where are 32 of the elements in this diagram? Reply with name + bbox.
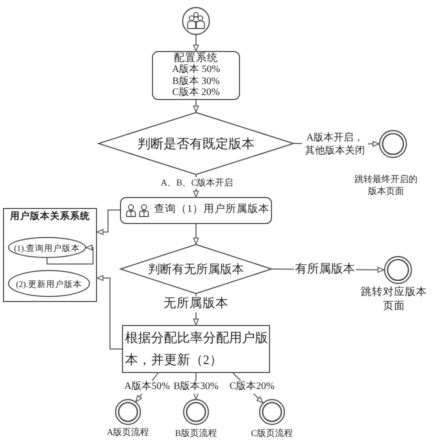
condition-text: 判断是否有既定版本 — [138, 136, 254, 152]
arrow — [193, 34, 199, 52]
heading: 用户版本关系系统 — [9, 212, 91, 224]
system-panel — [3, 208, 97, 302]
node-label: A版页流程 — [106, 427, 150, 439]
edge-label: B版本30% — [172, 380, 220, 394]
edge-label: A版本50% — [123, 380, 171, 394]
process-box — [152, 51, 240, 100]
node-label: 跳转对应版本页面 — [360, 286, 428, 314]
node-label: 跳转最终开启的版本页面 — [354, 174, 418, 198]
node-label: B版页流程 — [174, 428, 218, 440]
edge-label: 有所属版本 — [294, 262, 356, 276]
edge-label: A、B、C版本开启 — [160, 177, 234, 189]
text-line: B版本 30% — [172, 76, 220, 86]
arrow — [193, 100, 199, 112]
use-case-label: (2).更新用户版本 — [16, 278, 82, 289]
edge-label: A版本开启，其他版本关闭 — [302, 132, 368, 158]
step-text: 根据分配比率分配用户版本，并更新（2） — [125, 330, 268, 369]
text-line: C版本 20% — [172, 86, 220, 98]
arrow — [96, 210, 120, 235]
edge-label: C版本20% — [228, 380, 276, 394]
text-line: A版本 50% — [172, 64, 220, 76]
process-box — [120, 197, 272, 224]
condition-text: 判断有无所属版本 — [148, 262, 244, 276]
arrow — [96, 275, 122, 350]
node-label: C版页流程 — [250, 428, 294, 440]
step-text: 查询（1）用户所属版本 — [154, 204, 270, 217]
heading: 配置系统 — [174, 52, 218, 64]
arrow — [193, 224, 199, 244]
arrow — [46, 244, 94, 264]
use-case-label: (1).查询用户版本 — [14, 242, 80, 253]
edge-label: 无所属版本 — [162, 296, 230, 312]
